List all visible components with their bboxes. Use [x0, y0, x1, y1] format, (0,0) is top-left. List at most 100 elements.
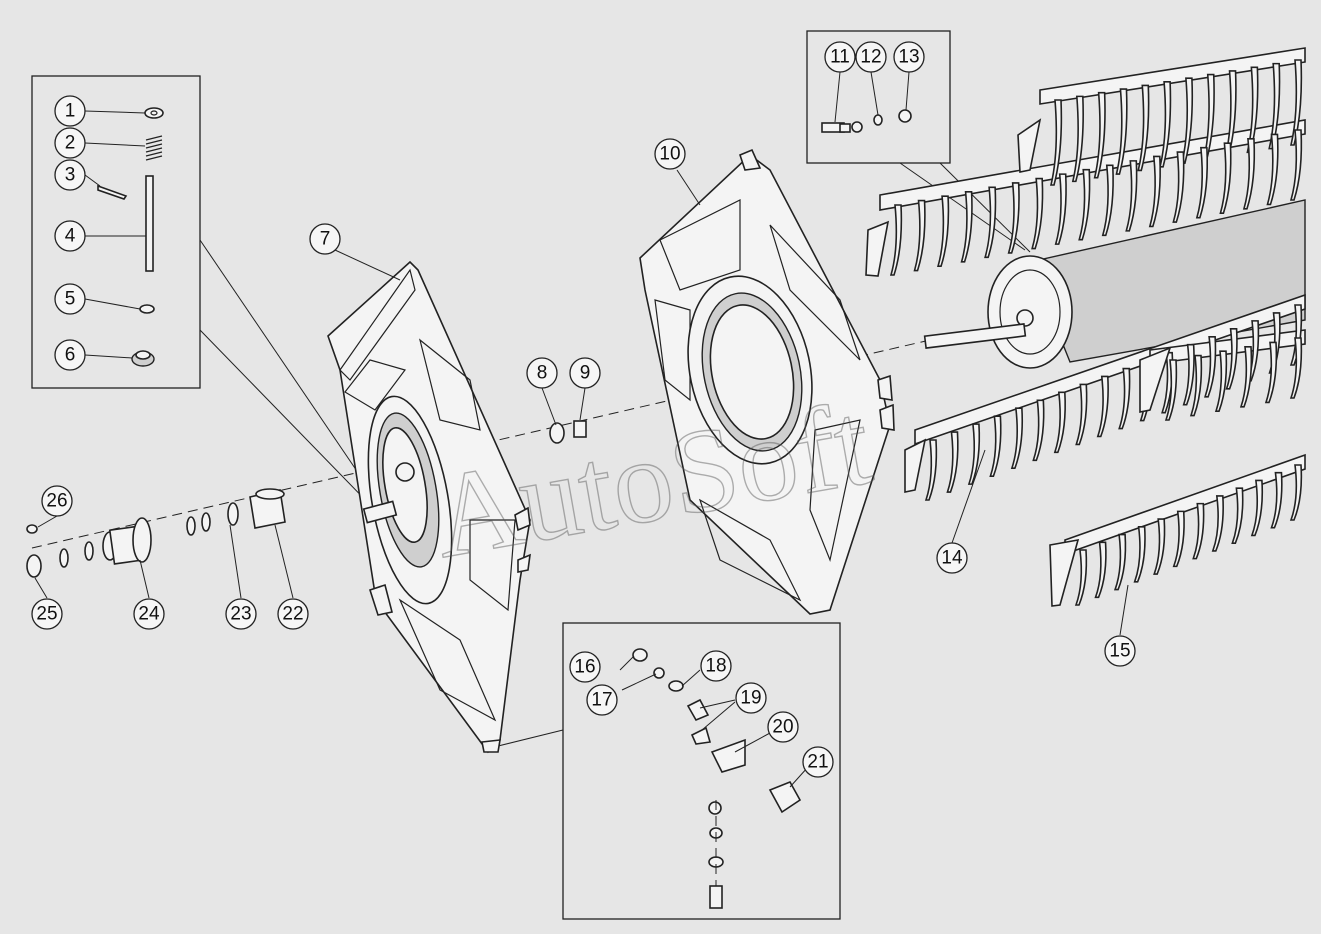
callout-label: 2 [65, 133, 76, 154]
callout-circle [54, 95, 86, 127]
callout-circle [735, 682, 767, 714]
rake-tine [913, 199, 926, 272]
rake-tine [924, 439, 938, 501]
callout-12: 12 [855, 41, 887, 73]
rake-tine [1214, 350, 1228, 412]
callout-circle [54, 339, 86, 371]
callout-circle [54, 159, 86, 191]
callout-circle [54, 127, 86, 159]
callout-21: 21 [802, 746, 834, 778]
rake-tine [1137, 84, 1150, 172]
callout-leaders [34, 169, 1129, 636]
callout-circle [54, 283, 86, 315]
rake-tine [984, 186, 997, 259]
callout-17: 17 [586, 684, 618, 716]
rake-tine [1049, 99, 1063, 186]
callout-label: 20 [772, 717, 793, 738]
callout-label: 16 [574, 657, 595, 678]
shaft-small-parts [26, 420, 587, 578]
frame-plate-right [639, 148, 895, 615]
rake-tine [967, 423, 981, 485]
callout-9: 9 [569, 357, 601, 389]
callout-circle [586, 684, 618, 716]
rake-tine [1189, 354, 1203, 417]
rake-tine [1195, 146, 1209, 219]
rake-tine [1075, 383, 1088, 446]
rake-tine [1242, 138, 1256, 210]
callout-circle [824, 41, 856, 73]
callout-circle [700, 650, 732, 682]
callout-3: 3 [54, 159, 86, 191]
rake-tine [1182, 343, 1195, 406]
rake-tine [989, 415, 1002, 477]
rake-tine [1094, 541, 1107, 599]
inset-box-bottom [562, 622, 841, 920]
rake-tine [1148, 155, 1161, 228]
callout-5: 5 [54, 283, 86, 315]
rake-tine [1133, 526, 1146, 583]
callout-circle [893, 41, 925, 73]
rake-tine [1289, 59, 1303, 146]
rake-tine [1225, 328, 1238, 390]
rake-tine [1289, 337, 1303, 399]
rake-tine [1101, 164, 1114, 237]
rake-tine [1010, 407, 1024, 470]
callout-8: 8 [526, 357, 558, 389]
rake-tine [1211, 495, 1224, 552]
frame-plate-left [327, 260, 531, 754]
inset-top-parts [821, 71, 912, 133]
rake-tine [1031, 177, 1044, 250]
rake-tine [1153, 518, 1166, 575]
rake-tine [1071, 95, 1084, 183]
rake-tine [1007, 182, 1020, 254]
callout-label: 25 [36, 604, 57, 625]
rake-tine [1172, 151, 1185, 223]
callout-11: 11 [824, 41, 856, 73]
rake-tine [936, 195, 950, 267]
rake-tine [1239, 346, 1253, 408]
callout-4: 4 [54, 220, 86, 252]
callout-label: 22 [282, 604, 303, 625]
inset-box-left [31, 75, 201, 389]
callout-circle [225, 598, 257, 630]
callout-circle [526, 357, 558, 389]
rake-tine [1053, 391, 1066, 454]
callout-label: 10 [659, 144, 680, 165]
rake-tine [1125, 160, 1138, 232]
rake-tine [1078, 168, 1091, 241]
callout-1: 1 [54, 95, 86, 127]
callout-label: 7 [320, 229, 331, 250]
inset-leader-1 [199, 239, 381, 506]
callout-7: 7 [309, 223, 341, 255]
rake-tine [1093, 91, 1106, 179]
callout-circle [54, 220, 86, 252]
callout-label: 15 [1109, 641, 1130, 662]
rake-tine [1118, 367, 1131, 430]
callout-16: 16 [569, 651, 601, 683]
callout-circle [569, 357, 601, 389]
callout-14: 14 [936, 542, 968, 574]
callout-circle [133, 598, 165, 630]
rake-tine [1159, 81, 1172, 168]
callout-18: 18 [700, 650, 732, 682]
rake-tine [1231, 487, 1244, 544]
inset-bottom-parts [619, 648, 809, 909]
rake-tine [1164, 359, 1178, 421]
inset-leader-5 [489, 729, 564, 749]
callout-label: 5 [65, 289, 76, 310]
rake-tine [1266, 133, 1279, 206]
callout-label: 14 [941, 548, 963, 569]
rake-handles [865, 118, 1172, 607]
rake-tine [1270, 471, 1283, 529]
callout-26: 26 [41, 485, 73, 517]
callout-label: 9 [580, 363, 591, 384]
rake-tine [1096, 375, 1109, 438]
callout-label: 6 [65, 345, 76, 366]
callout-circle [309, 223, 341, 255]
rake-tine [1289, 129, 1303, 201]
rake-tine [1054, 173, 1067, 245]
callout-circle [855, 41, 887, 73]
